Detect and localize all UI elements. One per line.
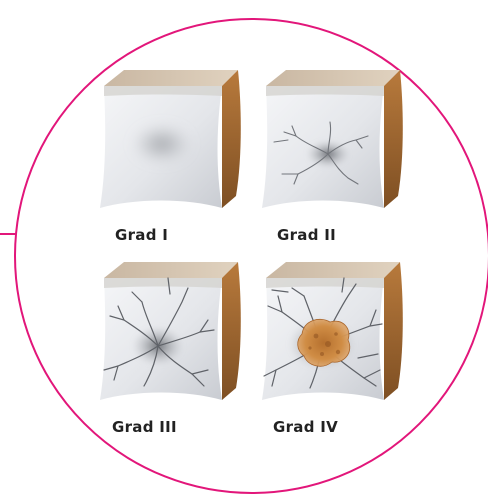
grade-2-label: Grad II (277, 226, 336, 244)
grade-3-label: Grad III (112, 418, 177, 436)
lesion-core (298, 319, 350, 366)
frame-circle (15, 19, 488, 493)
grade-4-label: Grad IV (273, 418, 338, 436)
grade-1-label: Grad I (115, 226, 168, 244)
